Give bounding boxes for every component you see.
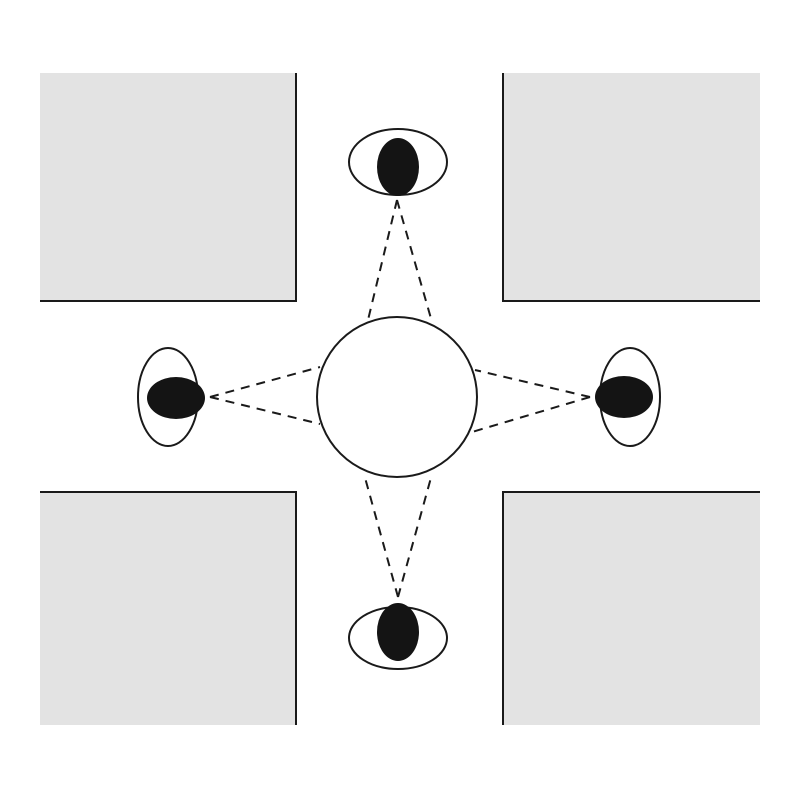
eye-top-icon bbox=[348, 128, 448, 196]
eye-left-icon bbox=[137, 347, 205, 447]
sight-lines bbox=[209, 199, 591, 598]
sight-line-left-top bbox=[209, 366, 321, 398]
block-top-right bbox=[502, 73, 760, 302]
sight-line-right-top bbox=[474, 369, 591, 398]
eye-bottom-icon bbox=[348, 603, 448, 670]
block-bottom-left bbox=[40, 491, 297, 725]
block-top-left bbox=[40, 73, 297, 302]
sight-line-bottom-left bbox=[363, 473, 399, 598]
sight-line-top-left bbox=[367, 199, 398, 321]
sight-line-left-bottom bbox=[209, 396, 321, 425]
sight-line-right-bottom bbox=[471, 396, 591, 433]
sight-line-top-right bbox=[396, 199, 433, 323]
sight-line-bottom-right bbox=[397, 473, 433, 598]
eye-right-icon bbox=[595, 347, 661, 447]
center-circle bbox=[316, 316, 478, 478]
block-bottom-right bbox=[502, 491, 760, 725]
